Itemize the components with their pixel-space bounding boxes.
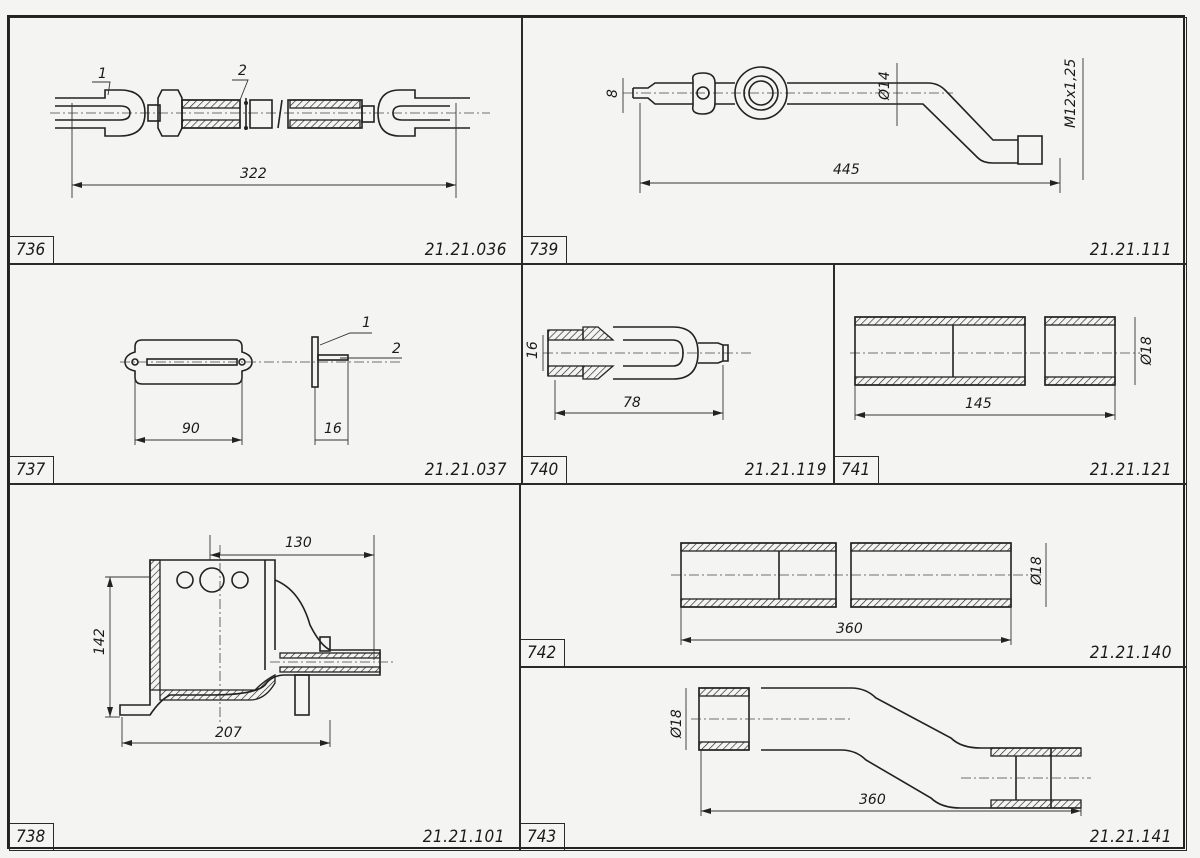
- turnbuckle-drawing: 322 1 2: [50, 63, 490, 198]
- figure-number: 743: [521, 823, 566, 850]
- callout-label: 1: [362, 315, 371, 331]
- part-code: 21.21.140: [1089, 643, 1172, 663]
- tube-drawing: Ø18 360: [671, 542, 1047, 645]
- panel-738: 130 142 207 738 21.21.101: [9, 484, 520, 851]
- figure-number: 737: [10, 456, 55, 483]
- callout-label: 1: [98, 66, 107, 82]
- dimension-label: 322: [240, 166, 267, 182]
- dimension-label: 90: [182, 421, 200, 437]
- dimension-label: 360: [836, 621, 863, 637]
- dimension-label: 16: [324, 421, 342, 437]
- part-code: 21.21.036: [424, 240, 507, 260]
- dimension-label: Ø18: [1139, 336, 1155, 366]
- figure-number: 742: [521, 639, 566, 666]
- part-code: 21.21.101: [422, 827, 505, 847]
- part-code: 21.21.121: [1089, 460, 1172, 480]
- panel-740: 16 78 740 21.21.119: [522, 264, 834, 484]
- dimension-label: 145: [965, 396, 992, 412]
- figure-number: 739: [523, 236, 568, 263]
- dimension-label: 445: [833, 162, 860, 178]
- rod-drawing: 445 8 Ø14 M12x1,25: [605, 58, 1084, 193]
- callout-label: 2: [392, 341, 401, 357]
- bent-tube-drawing: Ø18 360: [669, 687, 1091, 816]
- dimension-label: Ø18: [669, 709, 685, 739]
- figure-number: 736: [10, 236, 55, 263]
- plate-drawing: 90 16 1 2: [120, 315, 402, 445]
- dimension-label: 207: [215, 725, 242, 741]
- figure-number: 738: [10, 823, 55, 850]
- panel-742: Ø18 360 742 21.21.140: [520, 484, 1187, 667]
- drawing-sheet: 322 1 2 736 21.21.036 445: [7, 15, 1187, 851]
- dimension-label: M12x1,25: [1063, 59, 1079, 128]
- dimension-label: 16: [525, 341, 541, 359]
- dimension-label: 78: [623, 395, 641, 411]
- dimension-label: 142: [92, 628, 108, 655]
- dimension-label: 130: [285, 535, 312, 551]
- dimension-label: Ø14: [877, 71, 893, 101]
- part-code: 21.21.141: [1089, 827, 1172, 847]
- panel-743: Ø18 360 743 21.21.141: [520, 667, 1187, 851]
- tube-drawing: Ø18 145: [850, 316, 1155, 420]
- panel-739: 445 8 Ø14 M12x1,25 739 21.21.111: [522, 17, 1187, 264]
- dimension-label: 8: [605, 89, 621, 98]
- part-code: 21.21.037: [424, 460, 507, 480]
- part-code: 21.21.111: [1089, 240, 1172, 260]
- callout-label: 2: [238, 63, 247, 79]
- dimension-label: Ø18: [1029, 556, 1045, 586]
- figure-number: 741: [835, 456, 880, 483]
- fork-drawing: 16 78: [525, 326, 753, 420]
- dimension-label: 360: [859, 792, 886, 808]
- bracket-drawing: 130 142 207: [92, 535, 395, 747]
- panel-741: Ø18 145 741 21.21.121: [834, 264, 1187, 484]
- figure-number: 740: [523, 456, 568, 483]
- panel-736: 322 1 2 736 21.21.036: [9, 17, 522, 264]
- part-code: 21.21.119: [744, 460, 827, 480]
- panel-737: 90 16 1 2 737 21.21.037: [9, 264, 522, 484]
